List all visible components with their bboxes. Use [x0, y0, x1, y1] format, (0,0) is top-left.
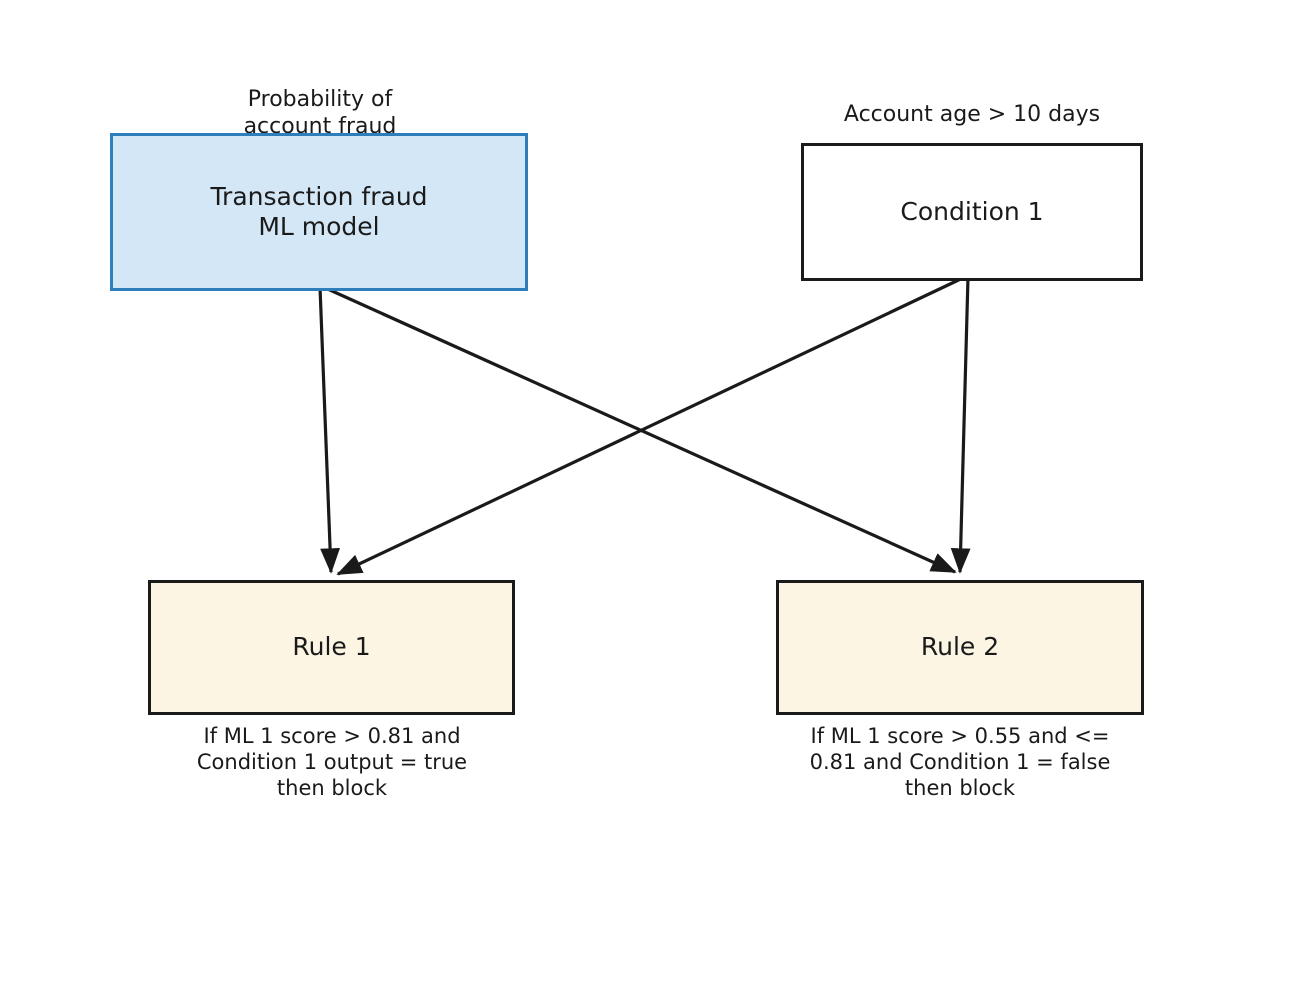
rule-1-caption: If ML 1 score > 0.81 and Condition 1 out…	[196, 724, 468, 801]
node-rule-1-label: Rule 1	[292, 632, 371, 662]
edge-ml-model-to-rule-2	[320, 284, 957, 574]
node-ml-model[interactable]: Transaction fraud ML model	[110, 133, 528, 291]
node-ml-model-label: Transaction fraud ML model	[210, 181, 428, 242]
node-rule-1[interactable]: Rule 1	[148, 580, 515, 715]
node-rule-2-label: Rule 2	[920, 632, 1000, 662]
edge-condition-1-to-rule-1	[336, 274, 968, 576]
condition-1-output-label: Account age > 10 days	[843, 102, 1101, 127]
node-rule-2[interactable]: Rule 2	[776, 580, 1144, 715]
rule-2-caption: If ML 1 score > 0.55 and <= 0.81 and Con…	[809, 724, 1111, 801]
edge-ml-model-to-rule-1	[318, 286, 340, 574]
node-condition-1-label: Condition 1	[900, 196, 1044, 226]
node-condition-1[interactable]: Condition 1	[801, 143, 1143, 281]
edge-condition-1-to-rule-2	[950, 276, 971, 574]
